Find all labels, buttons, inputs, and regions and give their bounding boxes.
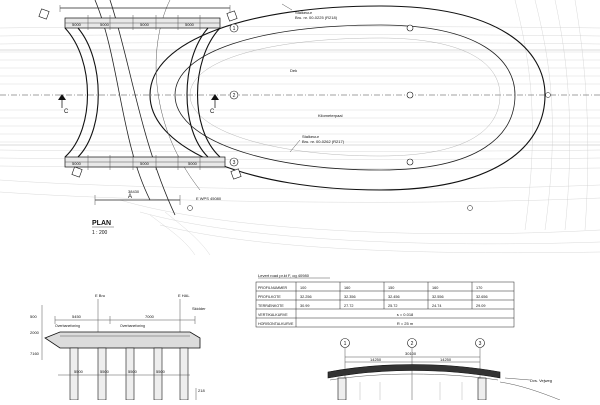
table-cell: 29.09 (476, 304, 486, 308)
svg-text:C: C (64, 109, 69, 115)
table-row-label: TERRÆNKOTE (258, 304, 284, 308)
plan-length-dim: 38430 (128, 189, 140, 194)
plan-view: 5000 5000 5000 5000 5000 5000 5000 1 2 3 (0, 0, 600, 256)
table-cell: R = 25 m (397, 321, 414, 326)
plan-axis-3: 3 (229, 157, 414, 167)
table-cell: 160 (344, 286, 350, 290)
plan-scale: 1 : 200 (92, 230, 108, 236)
table-cell: 170 (476, 286, 482, 290)
span-label-bot-1: 5000 (72, 161, 82, 166)
sign-symbol (71, 166, 83, 178)
sec-c-dim-left: 5450 (72, 314, 82, 319)
span-label-bot-2: 5000 (140, 161, 150, 166)
roundabout-inner-ring (174, 24, 516, 171)
svg-text:1: 1 (344, 341, 347, 347)
section-a-view: 1 2 3 30100 14250 14250 Dvs. Vejweg (327, 338, 561, 401)
sec-c-elev-2: 2000 (30, 330, 40, 335)
svg-text:2: 2 (233, 93, 236, 99)
sec-c-label-hal: E HAL (178, 293, 190, 298)
sec-c-elev-bottom: 7160 (30, 351, 40, 356)
table-cell: 30.99 (300, 304, 310, 308)
plan-axis-2: 2 (229, 90, 414, 100)
span-label-top-2: 5000 (100, 22, 110, 27)
table-row-label: PROFILNUMMER (258, 286, 288, 290)
abutment-left (64, 27, 88, 158)
sec-c-dim-b4: 5500 (156, 369, 166, 374)
span-label-bot-3: 5000 (188, 161, 198, 166)
label-wps: E WPS 45080 (196, 196, 222, 201)
svg-text:C: C (210, 109, 215, 115)
span-label-top-1: 5000 (72, 22, 82, 27)
table-row-label: HORISONTALKURVE (258, 322, 294, 326)
svg-text:1: 1 (233, 26, 236, 32)
road-alignment-lines (0, 0, 600, 253)
sec-c-dim-b2: 5500 (100, 369, 110, 374)
table-cell: s = 0.018 (397, 312, 414, 317)
sec-c-mark-218: 218 (198, 388, 205, 393)
svg-text:2: 2 (411, 341, 414, 347)
table-cell: 100 (300, 286, 306, 290)
table-cell: 24.74 (432, 304, 442, 308)
svg-text:3: 3 (479, 341, 482, 347)
sec-c-surface-1: Overbanefoning (55, 324, 80, 328)
span-label-top-4: 5000 (185, 22, 195, 27)
label-roundabout: Kilometerpaal (318, 113, 343, 118)
table-row-label: PROFILKOTE (258, 295, 281, 299)
table-cell: 25.72 (388, 304, 398, 308)
sec-c-label-bru: E Bru (95, 293, 105, 298)
svg-text:3: 3 (233, 160, 236, 166)
abutment-right (197, 27, 221, 158)
table-title: Levert road pr.kt F, og 40980 (258, 273, 310, 278)
sec-a-dim-left: 14250 (370, 357, 382, 362)
sec-c-elev-1: 500 (30, 314, 37, 319)
table-cell: 160 (432, 286, 438, 290)
table-cell: 27.72 (344, 304, 354, 308)
section-marker-a: A (94, 194, 181, 205)
section-c-view: E Bru E HAL Skidder 5450 7000 Overbanefo… (30, 293, 206, 401)
label-stalk-top: Stalkeuur (295, 10, 313, 15)
bridge-deck-bottom (64, 156, 226, 168)
sec-c-dim-b1: 5500 (74, 369, 84, 374)
label-stalk-bottom: Stalkeuur (302, 134, 320, 139)
plan-title: PLAN (92, 220, 111, 227)
span-marks (87, 15, 201, 170)
sec-a-road-label: Dvs. Vejweg (530, 378, 552, 383)
bridge-deck-top (64, 17, 221, 29)
profile-table: Levert road pr.kt F, og 40980 PROFILNUMM… (255, 273, 515, 328)
sec-c-dim-b3: 5500 (128, 369, 138, 374)
sec-c-label-skidder: Skidder (192, 306, 206, 311)
table-row-label: VERTIKALKURVE (258, 313, 288, 317)
label-bridge-top: Bru. nr. 00-0225 (R218) (295, 15, 338, 20)
svg-text:A: A (128, 194, 132, 200)
table-cell: 150 (388, 286, 394, 290)
span-label-top-3: 5000 (140, 22, 150, 27)
sec-a-dim-right: 14250 (440, 357, 452, 362)
table-cell: 32.356 (344, 295, 356, 299)
label-deck: Dek (290, 68, 297, 73)
sec-a-deck (327, 364, 501, 379)
sign-symbol (230, 168, 242, 180)
table-cell: 32.556 (432, 295, 444, 299)
sign-symbol (38, 8, 50, 20)
sec-a-dim-total: 30100 (405, 351, 417, 356)
roundabout-outer-ring (149, 5, 546, 191)
sec-c-dim-right: 7000 (145, 314, 155, 319)
table-cell: 32.256 (300, 295, 312, 299)
label-bridge-bottom: Bru. nr. 00-0262 (R217) (302, 139, 345, 144)
table-cell: 32.656 (476, 295, 488, 299)
sec-c-surface-2: Overbanefoning (120, 324, 145, 328)
sec-c-deck (44, 331, 201, 349)
section-marker-c-left: C (58, 94, 69, 115)
section-marker-c-right: C (210, 94, 219, 115)
sec-c-piers (69, 347, 189, 401)
sign-symbol (226, 10, 238, 22)
plan-axis-1: 1 (229, 23, 414, 33)
table-cell: 32.456 (388, 295, 400, 299)
